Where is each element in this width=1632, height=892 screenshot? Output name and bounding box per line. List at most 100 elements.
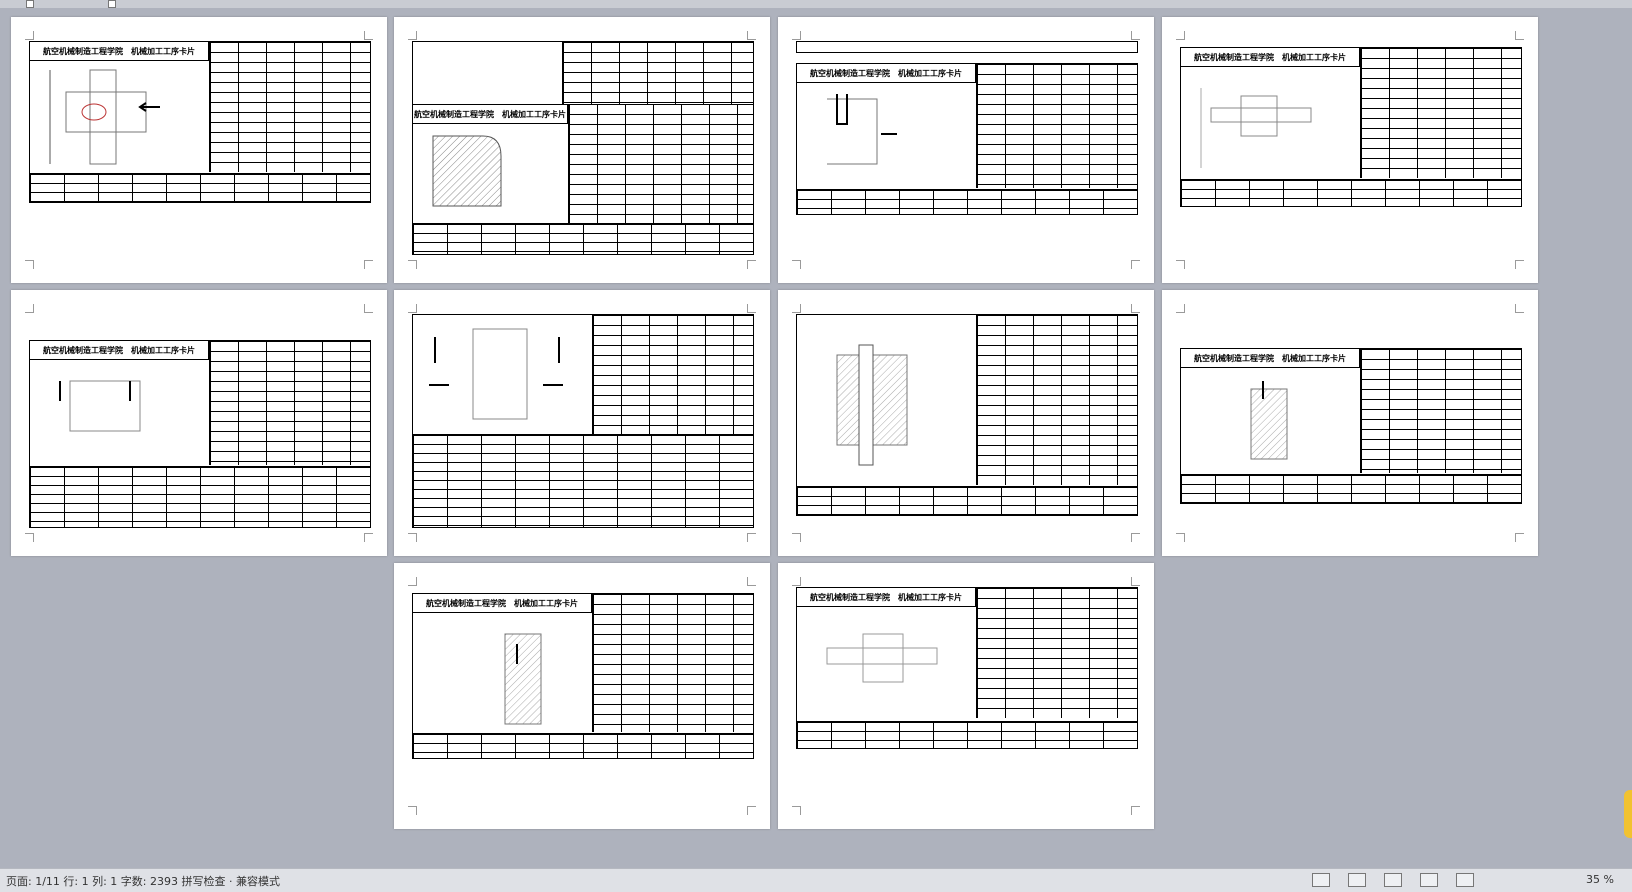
part-sketch (30, 62, 208, 172)
crop-mark (408, 806, 417, 815)
process-step-table (30, 173, 370, 202)
part-sketch (1181, 68, 1359, 178)
ruler-marker-icon[interactable] (26, 0, 34, 8)
process-step-table (797, 486, 1137, 515)
school-name: 航空机械制造工程学院 (43, 46, 123, 56)
process-card: 航空机械制造工程学院 机械加工工序卡片 (29, 41, 371, 203)
ruler-bar (0, 0, 1632, 8)
document-page[interactable] (778, 290, 1154, 556)
crop-mark (1515, 31, 1524, 40)
crop-mark (1515, 260, 1524, 269)
card-info-grid (209, 341, 370, 465)
ruler-marker-icon[interactable] (108, 0, 116, 8)
crop-mark (408, 577, 417, 586)
crop-mark (792, 533, 801, 542)
card-info-grid (592, 594, 753, 732)
crop-mark (792, 260, 801, 269)
crop-mark (408, 304, 417, 313)
document-page[interactable]: 航空机械制造工程学院 机械加工工序卡片 (394, 563, 770, 829)
school-name: 航空机械制造工程学院 (43, 345, 123, 355)
part-sketch (413, 319, 593, 435)
process-card: 航空机械制造工程学院 机械加工工序卡片 (29, 340, 371, 528)
process-step-table (413, 733, 753, 758)
document-page[interactable]: 航空机械制造工程学院 机械加工工序卡片 (778, 563, 1154, 829)
crop-mark (747, 304, 756, 313)
school-name: 航空机械制造工程学院 (810, 592, 890, 602)
crop-mark (747, 31, 756, 40)
card-title-row: 航空机械制造工程学院 机械加工工序卡片 (1181, 349, 1360, 368)
school-name: 航空机械制造工程学院 (426, 598, 506, 608)
card-info-grid (209, 42, 370, 172)
crop-mark (792, 806, 801, 815)
process-card: 航空机械制造工程学院 机械加工工序卡片 (796, 63, 1138, 215)
crop-mark (1131, 533, 1140, 542)
process-step-table (1181, 179, 1521, 206)
document-page[interactable]: 航空机械制造工程学院 机械加工工序卡片 (11, 17, 387, 283)
card-name: 机械加工工序卡片 (1282, 52, 1346, 62)
school-name: 航空机械制造工程学院 (414, 109, 494, 119)
crop-mark (408, 31, 417, 40)
process-card: 航空机械制造工程学院 机械加工工序卡片 (412, 41, 754, 255)
zoom-icon[interactable] (1456, 873, 1474, 887)
header-grid (562, 42, 753, 104)
card-name: 机械加工工序卡片 (898, 68, 962, 78)
crop-mark (792, 577, 801, 586)
card-title-row: 航空机械制造工程学院 机械加工工序卡片 (797, 588, 976, 607)
card-name: 机械加工工序卡片 (1282, 353, 1346, 363)
crop-mark (747, 806, 756, 815)
school-name: 航空机械制造工程学院 (810, 68, 890, 78)
crop-mark (1515, 304, 1524, 313)
header-strip (796, 41, 1138, 53)
crop-mark (1131, 260, 1140, 269)
crop-mark (408, 260, 417, 269)
document-page[interactable]: 航空机械制造工程学院 机械加工工序卡片 (1162, 290, 1538, 556)
crop-mark (747, 533, 756, 542)
card-title-row: 航空机械制造工程学院 机械加工工序卡片 (30, 42, 209, 61)
crop-mark (747, 260, 756, 269)
crop-mark (25, 31, 34, 40)
crop-mark (792, 31, 801, 40)
card-info-grid (568, 104, 753, 224)
status-bar: 页面: 1/11 行: 1 列: 1 字数: 2393 拼写检查 · 兼容模式 … (0, 868, 1632, 892)
school-name: 航空机械制造工程学院 (1194, 353, 1274, 363)
view-mode-icon[interactable] (1420, 873, 1438, 887)
zoom-level[interactable]: 35 % (1586, 873, 1614, 886)
card-title-row: 航空机械制造工程学院 机械加工工序卡片 (1181, 48, 1360, 67)
card-name: 机械加工工序卡片 (502, 109, 566, 119)
process-card: 航空机械制造工程学院 机械加工工序卡片 (1180, 348, 1522, 504)
crop-mark (1176, 304, 1185, 313)
document-page[interactable]: 航空机械制造工程学院 机械加工工序卡片 (778, 17, 1154, 283)
part-sketch (413, 126, 567, 222)
crop-mark (792, 304, 801, 313)
school-name: 航空机械制造工程学院 (1194, 52, 1274, 62)
part-sketch (30, 361, 208, 461)
document-page[interactable]: 航空机械制造工程学院 机械加工工序卡片 (11, 290, 387, 556)
process-card: 航空机械制造工程学院 机械加工工序卡片 (796, 587, 1138, 749)
crop-mark (364, 31, 373, 40)
process-card (796, 314, 1138, 516)
card-title-row: 航空机械制造工程学院 机械加工工序卡片 (797, 64, 976, 83)
crop-mark (1176, 260, 1185, 269)
view-mode-icon[interactable] (1384, 873, 1402, 887)
side-panel-handle[interactable] (1624, 790, 1632, 838)
status-text: 页面: 1/11 行: 1 列: 1 字数: 2393 拼写检查 · 兼容模式 (6, 875, 280, 888)
crop-mark (1131, 577, 1140, 586)
crop-mark (25, 533, 34, 542)
process-step-table (413, 223, 753, 254)
crop-mark (364, 304, 373, 313)
card-name: 机械加工工序卡片 (898, 592, 962, 602)
card-info-grid (976, 64, 1137, 188)
crop-mark (364, 533, 373, 542)
process-card: 航空机械制造工程学院 机械加工工序卡片 (412, 593, 754, 759)
view-mode-icon[interactable] (1348, 873, 1366, 887)
card-title-row: 航空机械制造工程学院 机械加工工序卡片 (413, 104, 568, 124)
document-page[interactable]: 航空机械制造工程学院 机械加工工序卡片 (394, 17, 770, 283)
crop-mark (1515, 533, 1524, 542)
card-info-grid (1360, 349, 1521, 473)
view-mode-icon[interactable] (1312, 873, 1330, 887)
process-card (412, 314, 754, 528)
document-page[interactable]: 航空机械制造工程学院 机械加工工序卡片 (1162, 17, 1538, 283)
document-page[interactable] (394, 290, 770, 556)
card-info-grid (976, 315, 1137, 485)
crop-mark (25, 260, 34, 269)
